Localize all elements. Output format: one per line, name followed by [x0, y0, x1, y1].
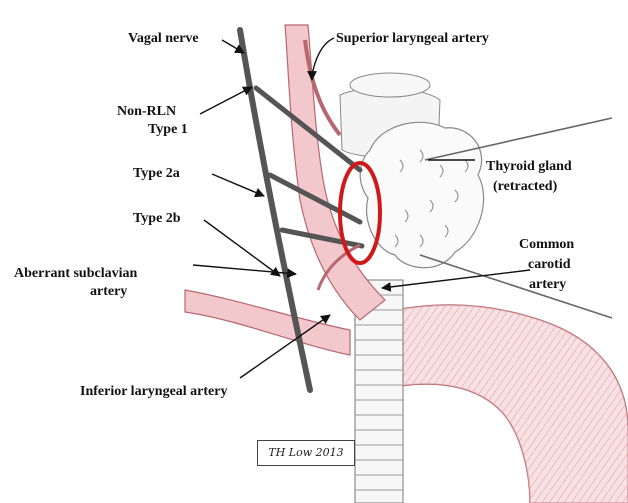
vagal-nerve-label: Vagal nerve — [128, 30, 199, 48]
common-carotid-label-line1: Common — [519, 236, 574, 254]
author-signature: TH Low 2013 — [257, 440, 355, 466]
larynx-upper — [350, 73, 430, 97]
common-carotid-label-line3: artery — [529, 276, 566, 294]
thyroid-gland-label-line1: Thyroid gland — [486, 158, 572, 176]
common-carotid-label-line2: carotid — [528, 256, 571, 274]
thyroid-gland-label-line2: (retracted) — [493, 178, 557, 196]
aberrant-subclavian-label-line1: Aberrant subclavian — [14, 265, 137, 283]
non-rln-label-line1: Non-RLN — [117, 103, 176, 121]
inferior-laryngeal-artery-label: Inferior laryngeal artery — [80, 383, 227, 401]
aberrant-subclavian-label-line2: artery — [90, 283, 127, 301]
non-rln-label-line2: Type 1 — [148, 121, 188, 139]
superior-laryngeal-artery-label: Superior laryngeal artery — [336, 30, 489, 48]
type-2a-label: Type 2a — [133, 165, 180, 183]
type-2b-label: Type 2b — [133, 210, 181, 228]
